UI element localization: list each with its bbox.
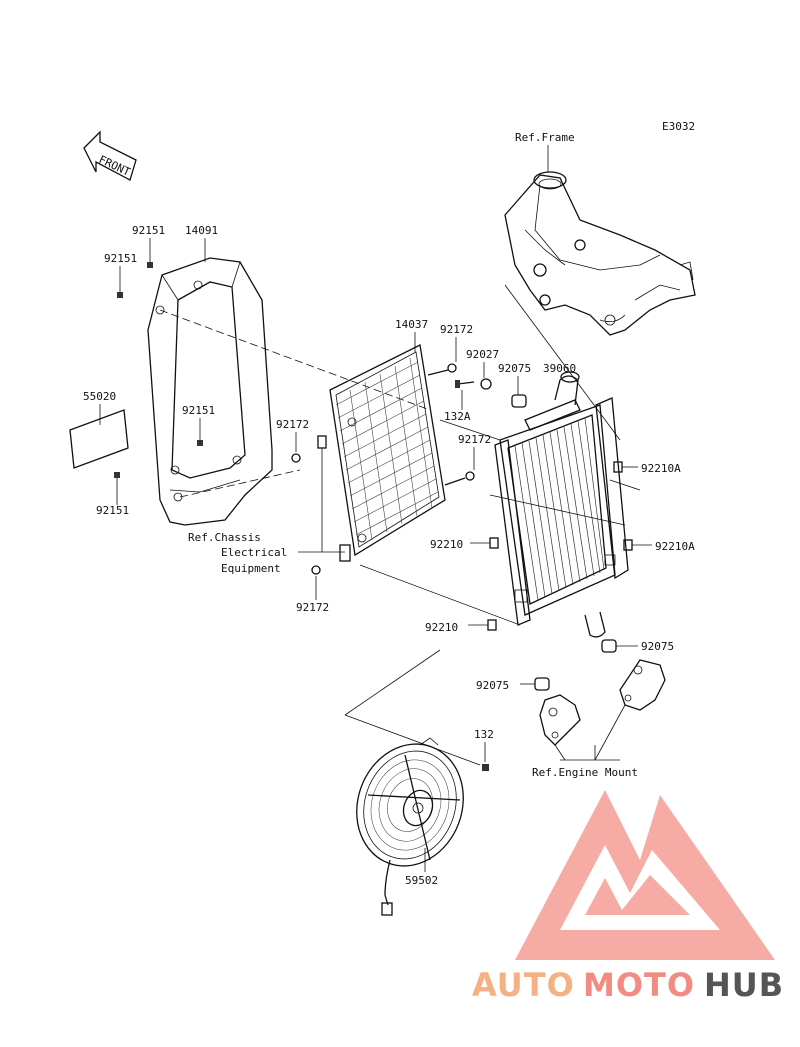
watermark-moto: MOTO [583,966,695,1004]
watermark-auto: AUTO [472,966,575,1004]
label-132a: 132A [444,410,471,423]
ref-frame-label: Ref.Frame [515,131,575,144]
label-59502: 59502 [405,874,438,887]
label-92172-mid-right: 92172 [458,433,491,446]
cooling-fan [356,737,464,916]
radiator [494,371,629,638]
label-39060: 39060 [543,362,576,375]
watermark-hub: HUB [704,966,784,1004]
label-92151-bottom: 92151 [96,504,129,517]
radiator-shroud [147,257,273,526]
frame-drawing [504,171,696,336]
label-92172-bottom: 92172 [296,601,329,614]
diagram-code: E3032 [662,120,695,133]
label-92210-top: 92210 [430,538,463,551]
label-92172-top: 92172 [440,323,473,336]
front-arrow-icon: FRONT [83,130,137,181]
label-92210a-bottom: 92210A [655,540,695,553]
label-92151-top: 92151 [132,224,165,237]
label-92075-left: 92075 [476,679,509,692]
label-92027: 92027 [466,348,499,361]
label-55020: 55020 [83,390,116,403]
ref-chassis-equipment-label: Equipment [221,562,281,575]
label-92075-right: 92075 [641,640,674,653]
ref-chassis-electrical-label: Electrical [221,546,287,559]
label-92210a-top: 92210A [641,462,681,475]
ref-chassis-label: Ref.Chassis [188,531,261,544]
label-92172-left: 92172 [276,418,309,431]
watermark-text: AUTO MOTO HUB [472,966,784,1004]
label-92210-bottom: 92210 [425,621,458,634]
ref-engine-mount-label: Ref.Engine Mount [532,766,638,779]
radiator-screen [329,344,446,557]
label-92151-left: 92151 [104,252,137,265]
label-14091: 14091 [185,224,218,237]
watermark-logo [515,790,775,960]
label-92075-top: 92075 [498,362,531,375]
engine-mount-brackets [539,659,666,746]
label-92151-mid: 92151 [182,404,215,417]
label-132: 132 [474,728,494,741]
label-14037: 14037 [395,318,428,331]
